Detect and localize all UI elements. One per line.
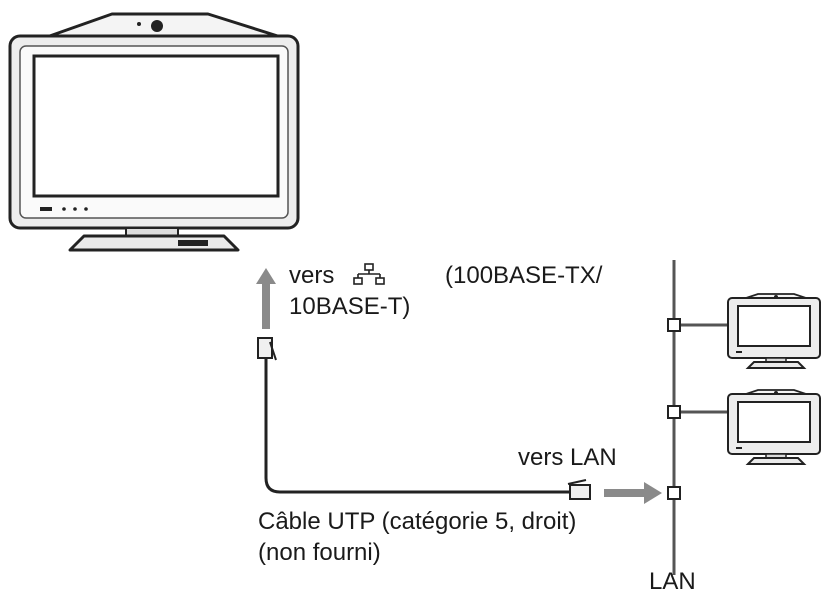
hub-node-icon — [667, 486, 681, 500]
rj45-plug-top-icon — [257, 337, 277, 361]
camera-lens-icon — [151, 20, 163, 32]
cable-label-line2: (non fourni) — [258, 539, 381, 566]
to-lan-label: vers LAN — [518, 444, 617, 471]
cable-label-line1: Câble UTP (catégorie 5, droit) — [258, 508, 577, 535]
port-spec-label-line2: 10BASE-T) — [289, 293, 411, 320]
rj45-plug-bottom-icon — [567, 479, 591, 500]
up-arrow — [256, 268, 276, 329]
lan-bottom-label: LAN — [649, 568, 696, 595]
lan-network-icon — [353, 263, 385, 285]
main-monitor-icon — [8, 12, 300, 252]
remote-monitor-2-icon — [727, 389, 821, 465]
lan-backbone — [667, 260, 728, 575]
hub-node-icon — [667, 318, 681, 332]
utp-cable — [257, 337, 591, 500]
remote-monitor-1-icon — [727, 293, 821, 369]
port-spec-label-line1: (100BASE-TX/ — [445, 262, 603, 289]
hub-node-icon — [667, 405, 681, 419]
port-prefix-label: vers — [289, 262, 335, 289]
right-arrow — [604, 482, 662, 504]
